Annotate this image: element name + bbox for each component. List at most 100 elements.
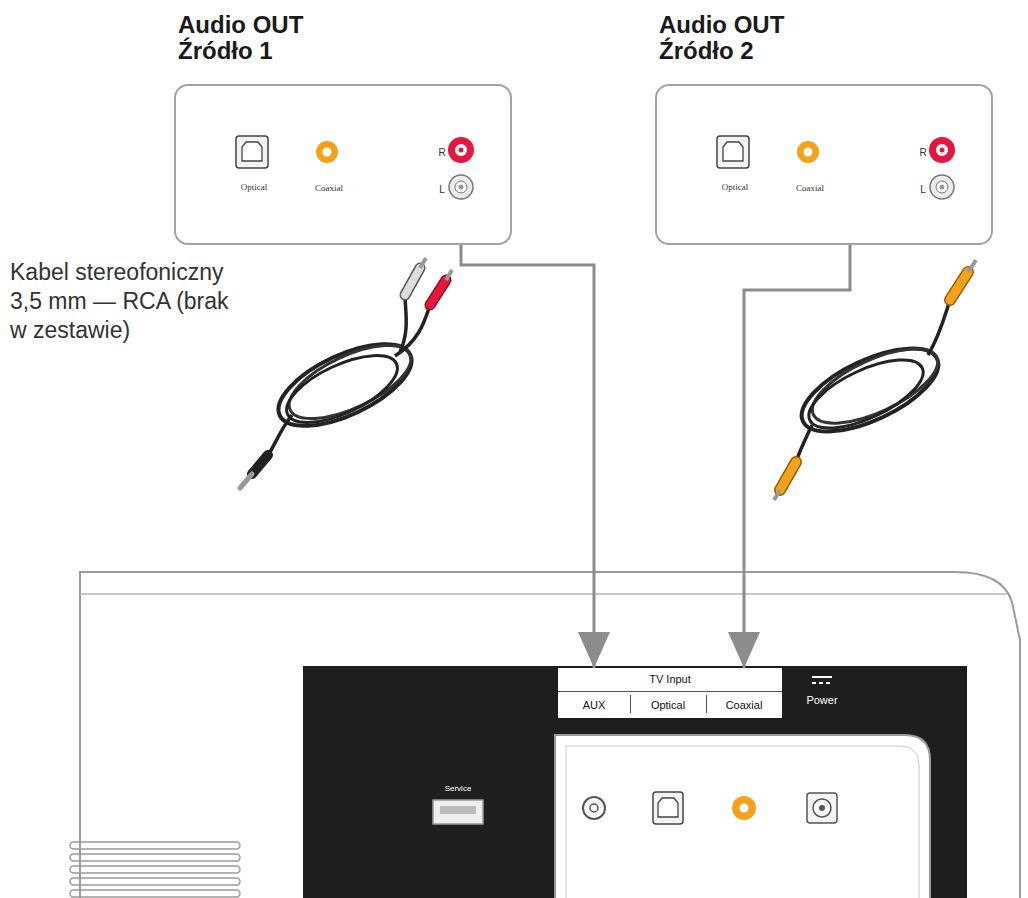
cable-note: Kabel stereofoniczny 3,5 mm — RCA (brak … (10, 258, 250, 345)
vent-slots (70, 842, 240, 849)
input-name: Coaxial (726, 699, 763, 711)
usb-port (440, 806, 476, 814)
soundbar-ports (740, 804, 749, 813)
source-ports (940, 148, 945, 153)
soundbar-ports (807, 793, 837, 823)
cable-rca-rca (802, 334, 947, 439)
source-ports (930, 175, 954, 199)
port-label: Optical (722, 182, 749, 192)
cable-3-5mm-rca (405, 268, 420, 295)
source-ports (316, 141, 338, 163)
source-heading: Audio OUT Źródło 2 (659, 12, 809, 64)
cable-3-5mm-rca (420, 258, 426, 268)
soundbar-ports (653, 792, 683, 824)
source-ports (455, 181, 467, 193)
cable-rca-rca (790, 332, 949, 449)
input-band: TV InputAUX Optical Coaxial (558, 668, 782, 718)
cable-rca-rca (796, 425, 812, 462)
signal-cable (744, 245, 850, 668)
signal-cable (461, 245, 594, 668)
source-ports (323, 148, 332, 157)
dc-symbol (812, 682, 832, 684)
cable-3-5mm-rca (240, 258, 452, 488)
input-name: AUX (583, 699, 606, 711)
audio-source-box: Audio OUT Źródło 2OpticalCoaxialRL (655, 84, 993, 245)
usb-port (433, 800, 483, 824)
cable-rca-rca (774, 260, 976, 500)
cable-rca-rca (780, 462, 796, 490)
port-label: Optical (241, 182, 268, 192)
band-title: TV Input (649, 673, 691, 685)
source-ports (936, 144, 948, 156)
power-label: Power (806, 694, 837, 706)
soundbar-body (555, 735, 930, 898)
cable-rca-rca (800, 346, 933, 442)
source-ports (448, 137, 474, 163)
soundbar-ports (819, 805, 825, 811)
cable-rca-rca (968, 260, 976, 272)
soundbar-ports (732, 796, 756, 820)
soundbar-ports (583, 792, 837, 824)
channel-label: R (438, 147, 445, 158)
source-heading: Audio OUT Źródło 1 (178, 12, 328, 64)
vent-slots (70, 854, 240, 861)
cable-rca-rca (928, 300, 950, 355)
cable-3-5mm-rca (430, 280, 446, 305)
soundbar-ports (583, 797, 605, 819)
soundbar-body (303, 666, 967, 898)
vent-slots (70, 878, 240, 885)
source-ports (459, 185, 464, 190)
source-ports (940, 185, 945, 190)
channel-label: R (919, 147, 926, 158)
soundbar-body (566, 746, 919, 898)
audio-source-box: Audio OUT Źródło 1OpticalCoaxialRL (174, 84, 512, 245)
cable-rca-rca (780, 462, 796, 490)
input-name: Optical (651, 699, 685, 711)
cable-3-5mm-rca (279, 331, 421, 434)
cable-3-5mm-rca (400, 295, 406, 352)
cable-3-5mm-rca (395, 305, 430, 356)
source-ports (717, 136, 749, 168)
source-ports (236, 136, 268, 168)
channel-label: L (920, 184, 926, 195)
soundbar-ports (813, 799, 831, 817)
cable-3-5mm-rca (430, 280, 446, 305)
service-label: Service (445, 784, 472, 793)
cable-3-5mm-rca (405, 268, 420, 295)
source-ports (236, 136, 955, 199)
dc-symbol (812, 676, 832, 678)
source-ports (804, 148, 813, 157)
cable-3-5mm-rca (240, 474, 252, 488)
source-ports (723, 142, 743, 161)
dc-symbol (812, 677, 832, 683)
soundbar-body (80, 593, 1008, 595)
vent-slots (70, 866, 240, 873)
cable-3-5mm-rca (267, 327, 423, 442)
vent-slots (70, 890, 240, 897)
usb-port (433, 800, 483, 824)
source-ports (242, 142, 262, 161)
cable-3-5mm-rca (252, 455, 268, 474)
vent-slots (70, 842, 240, 897)
source-ports (929, 137, 955, 163)
port-label: Coaxial (315, 183, 343, 193)
input-column: AUX (558, 668, 630, 718)
cable-rca-rca (950, 272, 968, 300)
port-label: Coaxial (796, 183, 824, 193)
input-column: Coaxial (706, 668, 782, 718)
soundbar-body (558, 668, 782, 718)
cable-3-5mm-rca (277, 342, 406, 436)
source-ports (717, 136, 955, 199)
source-ports (449, 175, 473, 199)
cable-3-5mm-rca (446, 270, 452, 280)
cable-3-5mm-rca (268, 415, 292, 455)
soundbar-ports (590, 804, 598, 812)
cable-rca-rca (950, 272, 968, 300)
source-ports (797, 141, 819, 163)
source-ports (455, 144, 467, 156)
channel-label: L (439, 184, 445, 195)
source-ports (459, 148, 464, 153)
